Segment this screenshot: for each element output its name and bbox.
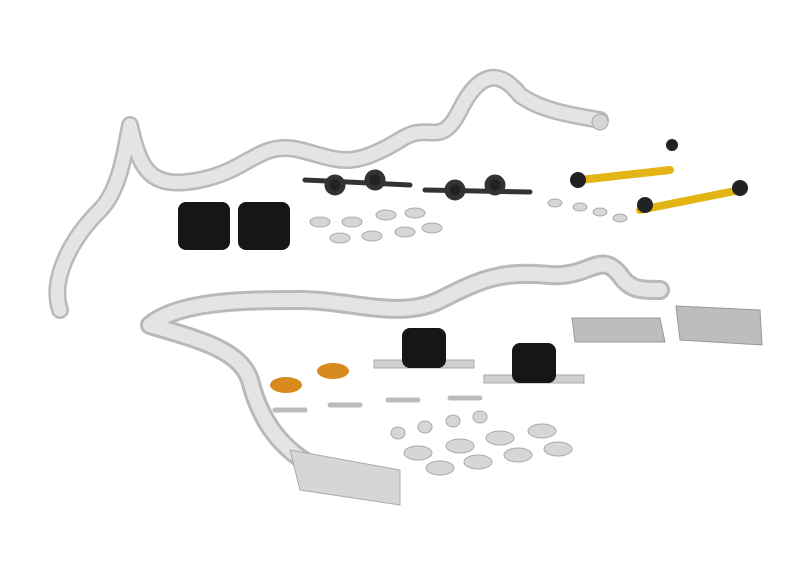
adjustable-links [570, 139, 748, 214]
rear-brackets [571, 305, 763, 346]
front-bushings [178, 202, 290, 250]
front-washers [309, 198, 628, 244]
rear-sway-bar [140, 254, 670, 506]
bolts [272, 395, 483, 413]
spacers [270, 363, 349, 393]
front-sway-bar [48, 68, 609, 319]
rear-bushings [373, 328, 585, 384]
front-end-links [302, 169, 533, 201]
rear-washers [390, 410, 573, 476]
